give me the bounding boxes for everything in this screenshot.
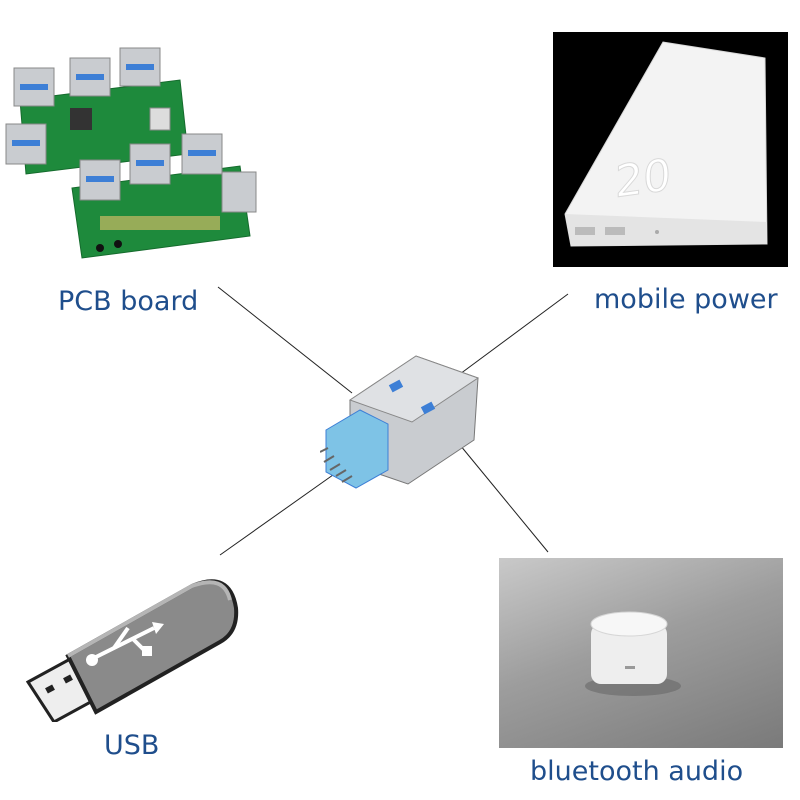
line-usb (219, 469, 341, 556)
usb-connector-image (320, 352, 480, 492)
usb-flash-drive-icon (25, 579, 239, 722)
line-pcb (217, 286, 353, 394)
usb-drive-image (24, 572, 244, 722)
label-bluetooth-audio: bluetooth audio (530, 756, 744, 787)
bluetooth-speaker-image (499, 558, 783, 748)
label-usb: USB (104, 730, 160, 761)
pcb-board-icon (5, 47, 257, 259)
line-audio (459, 444, 549, 553)
label-pcb-board: PCB board (58, 286, 199, 317)
power-bank-icon: 20 (564, 41, 768, 247)
power-bank-capacity-text: 20 (615, 150, 671, 209)
usb-a-plug-icon (320, 355, 480, 489)
power-bank-image: 20 (553, 32, 788, 267)
pcb-board-image (0, 38, 270, 270)
line-power (459, 293, 569, 375)
label-mobile-power: mobile power (594, 284, 778, 315)
bluetooth-speaker-icon (585, 611, 681, 696)
